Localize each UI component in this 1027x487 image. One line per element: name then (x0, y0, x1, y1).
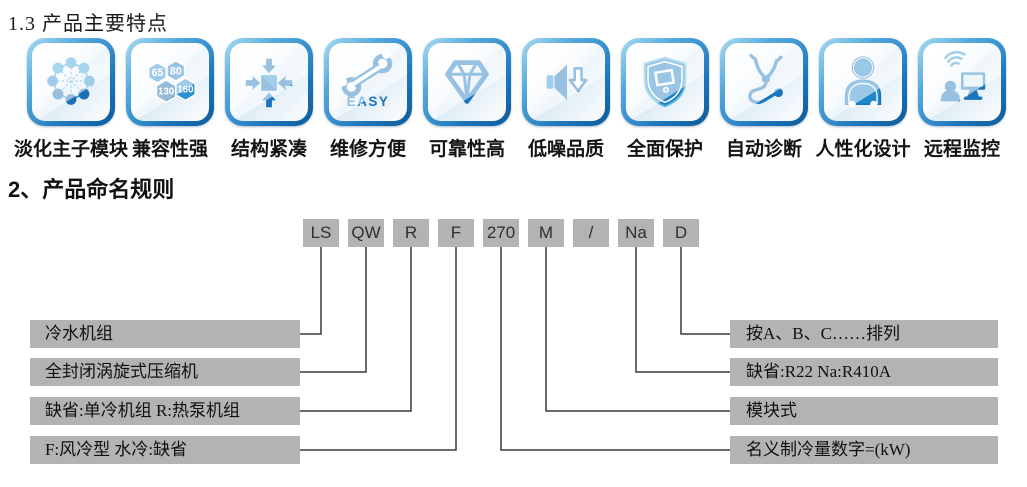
feature-label: 人性化设计 (815, 139, 911, 160)
connector-f (300, 247, 457, 451)
svg-text:130: 130 (158, 87, 174, 98)
feature-label: 远程监控 (923, 139, 1001, 160)
feature-tile (819, 38, 907, 126)
code-box-qw: QW (348, 219, 384, 247)
feature-tile (720, 38, 808, 126)
diamond-icon (445, 60, 489, 104)
feature-label: 低噪品质 (527, 139, 605, 160)
naming-label-chiller: 冷水机组 (30, 320, 300, 348)
module-wheel-icon (47, 57, 95, 105)
person-icon (844, 56, 882, 108)
feature-item: 人性化设计 (815, 38, 911, 160)
feature-label: 兼容性强 (131, 139, 209, 160)
code-box-f: F (438, 219, 474, 247)
feature-label: 淡化主子模块 (13, 139, 129, 160)
svg-text:65: 65 (151, 67, 163, 79)
connector-ls (300, 247, 322, 335)
code-box-d: D (663, 219, 699, 247)
feature-tile (621, 38, 709, 126)
svg-text:EASY: EASY (347, 94, 390, 109)
feature-tile: 65 80 130 160 (126, 38, 214, 126)
feature-item: EASY 维修方便 (324, 38, 412, 160)
speaker-down-icon (546, 64, 588, 100)
naming-label-refrigerant: 缺省:R22 Na:R410A (730, 358, 998, 386)
section-title: 2、产品命名规则 (8, 177, 175, 202)
code-box-270: 270 (483, 219, 519, 247)
connector-d (680, 247, 730, 335)
naming-label-heatpump: 缺省:单冷机组 R:热泵机组 (30, 397, 300, 425)
code-box-na: Na (618, 219, 654, 247)
stethoscope-icon (748, 53, 783, 104)
connector-na (635, 247, 730, 373)
hexagons-icon: 65 80 130 160 (147, 59, 196, 104)
code-box-m: M (528, 219, 564, 247)
feature-icon-row: 淡化主子模块 65 80 130 160 (14, 38, 1006, 160)
feature-label: 全面保护 (626, 139, 704, 160)
svg-text:160: 160 (177, 85, 193, 96)
code-box-ls: LS (303, 219, 339, 247)
feature-label: 自动诊断 (725, 139, 803, 160)
feature-tile (522, 38, 610, 126)
feature-item: 65 80 130 160 兼容性强 (126, 38, 214, 160)
naming-label-cooling-type: F:风冷型 水冷:缺省 (30, 436, 300, 464)
feature-tile (27, 38, 115, 126)
wrench-easy-icon: EASY (338, 51, 393, 109)
feature-item: 可靠性高 (423, 38, 511, 160)
connector-270 (500, 247, 730, 451)
feature-label: 维修方便 (329, 139, 407, 160)
connector-m (545, 247, 730, 412)
naming-label-capacity: 名义制冷量数字=(kW) (730, 436, 998, 464)
feature-tile: EASY (324, 38, 412, 126)
code-box-slash: / (573, 219, 609, 247)
feature-item: 自动诊断 (720, 38, 808, 160)
svg-text:80: 80 (170, 65, 182, 77)
feature-item: 结构紧凑 (225, 38, 313, 160)
feature-item: 淡化主子模块 (14, 38, 128, 160)
naming-label-compressor: 全封闭涡旋式压缩机 (30, 358, 300, 386)
shield-monitor-icon (643, 56, 687, 108)
feature-tile (423, 38, 511, 126)
naming-label-modular: 模块式 (730, 397, 998, 425)
feature-label: 结构紧凑 (230, 139, 308, 160)
feature-label: 可靠性高 (428, 139, 506, 160)
feature-tile (225, 38, 313, 126)
compress-icon (245, 58, 293, 108)
connector-r (300, 247, 412, 412)
page-title: 1.3 产品主要特点 (8, 13, 168, 35)
code-box-r: R (393, 219, 429, 247)
feature-item: 远程监控 (918, 38, 1006, 160)
feature-item: 全面保护 (621, 38, 709, 160)
feature-item: 低噪品质 (522, 38, 610, 160)
feature-tile (918, 38, 1006, 126)
connector-qw (300, 247, 367, 373)
remote-monitoring-icon (940, 51, 986, 102)
naming-label-series: 按A、B、C……排列 (730, 320, 998, 348)
